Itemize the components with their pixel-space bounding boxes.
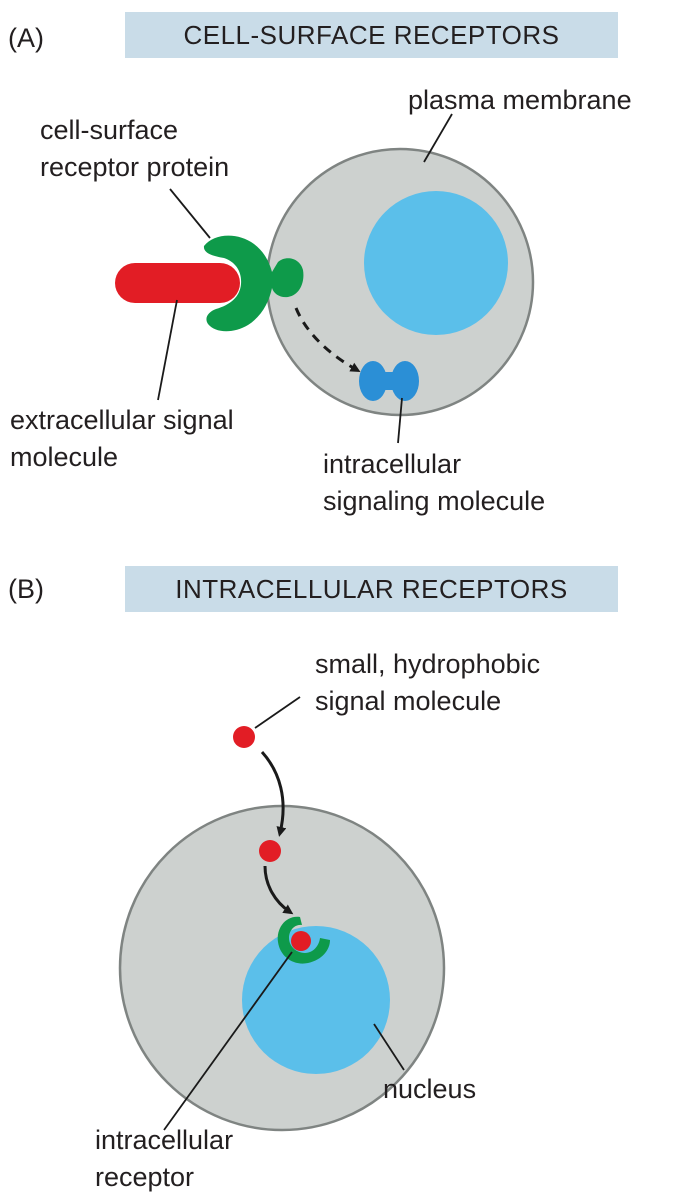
signal-molecule-cytoplasm — [259, 840, 281, 862]
panel-b-title: INTRACELLULAR RECEPTORS — [125, 566, 618, 612]
leader-receptor-protein — [169, 188, 211, 239]
nucleus-b — [242, 926, 390, 1074]
entry-arrow-b — [260, 750, 287, 837]
signal-molecule-outside — [233, 726, 255, 748]
leader-nucleus — [373, 1023, 405, 1071]
label-cell-surface-receptor: cell-surface receptor protein — [40, 115, 230, 182]
cell-surface-receptor-protein — [203, 235, 304, 332]
panel-a-title: CELL-SURFACE RECEPTORS — [125, 12, 618, 58]
intracellular-signaling-molecule — [359, 361, 419, 401]
label-intracellular-receptor: intracellular receptor — [95, 1125, 234, 1192]
leader-plasma-membrane — [423, 113, 453, 163]
label-nucleus: nucleus — [383, 1074, 477, 1104]
panel-a-graphic — [115, 113, 535, 444]
leader-extracellular-signal — [157, 299, 178, 401]
leader-intracellular-molecule — [397, 397, 403, 444]
nucleus-a — [364, 191, 508, 335]
extracellular-signal-molecule — [115, 263, 240, 303]
label-intracellular-signaling: intracellular signaling molecule — [323, 449, 546, 516]
leader-intracellular-receptor — [163, 951, 293, 1131]
label-extracellular-signal: extracellular signal molecule — [10, 405, 234, 472]
leader-small-signal — [254, 696, 301, 729]
bound-signal-molecule — [291, 931, 311, 951]
panel-a-letter: (A) — [8, 23, 44, 53]
panel-b-graphic — [118, 696, 446, 1132]
signal-arrow-a — [294, 307, 361, 372]
label-small-hydrophobic: small, hydrophobic signal molecule — [315, 649, 541, 716]
label-plasma-membrane: plasma membrane — [408, 85, 632, 115]
intracellular-receptor — [277, 916, 330, 964]
binding-arrow-b — [263, 865, 294, 915]
panel-b-letter: (B) — [8, 574, 44, 604]
